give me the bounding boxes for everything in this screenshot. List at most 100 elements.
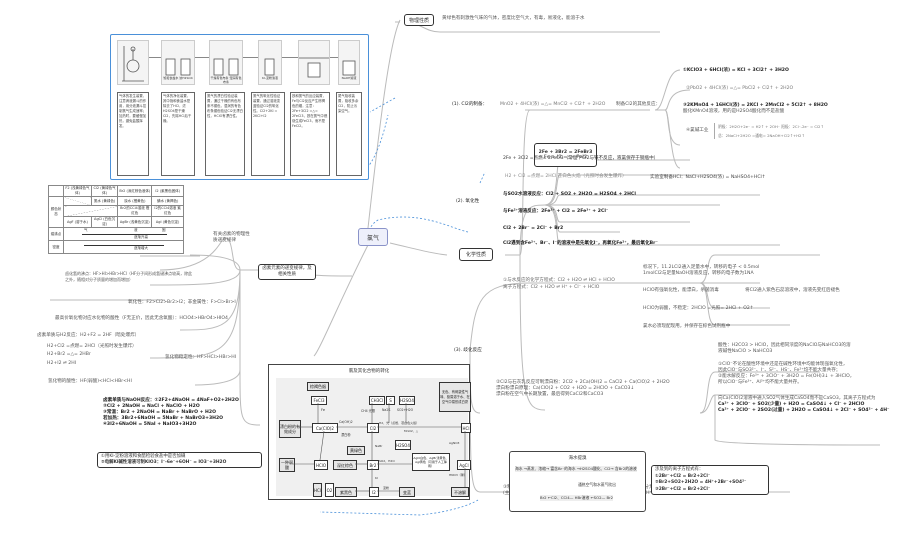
edge-label-so2-h2o: SO2、H2O (379, 459, 395, 463)
fe-i2-eq: Fe + I2 =△= FeI2 (543, 155, 588, 160)
disp-water-eq: ①与水反应的化学方程式：Cl2 + H2O ⇌ HCl + HClO (503, 278, 615, 283)
naoh-reaction-3: ③常温：Br2 + 2NaOH = NaBr + NaBrO + H2O (103, 410, 216, 415)
oxid-side-note: 实验室制备HCl：NaCl+H2SO4(浓) = NaHSO4+HCl↑ (650, 175, 766, 180)
table-header-cl2: Cl2 (黄绿色气体) (90, 185, 119, 197)
naoh-reaction-2: ②Cl2 + 2NaOH = NaCl + NaClO + H2O (103, 404, 200, 409)
exp-step-4-label: KI-淀粉溶液 (262, 76, 278, 80)
h2-reaction-2: H2+Cl2 =点燃= 2HCl（光照时发生爆炸） (47, 344, 137, 349)
exp-step-3-text: 氯气的漂白性验证装置，通过干燥的有色布条不褪色，湿润的有色布条褪色验证Cl2无漂… (205, 92, 245, 176)
exp-step-6-label: NaOH溶液 (341, 76, 357, 80)
oxid-item-so2: 与SO2水溶液反应：Cl2 + SO2 + 2H2O = H2SO4 + 2HC… (503, 192, 636, 197)
mp-state-gas: 气 (84, 228, 88, 232)
table-cell: Br2的CCl4溶液 橙红色 (117, 205, 153, 217)
ki-box-line-2: ②电解KI碱性溶液可制KIO3：I⁻-6e⁻+6OH⁻ = IO3⁻+3H2O (101, 460, 227, 465)
conversion-panel[interactable]: 氯及其化合物的转化 棕褐色烟 FeCl3 CH3Cl S H2SO4 Cl2 H… (268, 364, 471, 500)
link-chemical-1 (505, 109, 531, 256)
table-cell: 氯水 (黄绿色) (90, 196, 119, 206)
seawater-line-1: 海水 →蒸发、浓缩→ 富含Br⁻的海水 →H2SO4酸化、Cl2→ 含Br2的溶… (515, 466, 637, 472)
node-caclo2: Ca(ClO)2 (312, 423, 338, 433)
table-row: 颜色状态 氯水 (黄绿色) 溴水 (橙黄色) 碘水 (黄褐色) (47, 196, 184, 228)
exp-step-4-text: 氯气的氧化性验证装置，通过溶液变蓝验证Cl2的氧化性。Cl2+2KI = 2KC… (251, 92, 285, 176)
node-i2: I2 (369, 487, 379, 497)
table-row: AgF (溶于水) AgCl (白色沉淀) AgBr (浅黄色沉淀) AgI (… (49, 216, 184, 228)
edge-label-ch4: CH4 光照 (361, 409, 376, 413)
link-root-chemical (389, 242, 448, 256)
clo-note-2: 因此ClO⁻与SO3²⁻、I⁻、S²⁻、HS⁻、Fe²⁺均不能大量共存； (718, 368, 841, 373)
prep-item-3-note: 酸化KMnO4溶液，用的是H2SO4酸化而不是盐酸 (683, 109, 785, 114)
edge-label-hno3: HNO3（稀） (449, 473, 467, 477)
physical-text: 黄绿色有刺激性气味的气体，密度比空气大，有毒，易液化，能溶于水 (442, 16, 585, 21)
edge-label-fe: Fe (321, 408, 325, 412)
acid-note-1: 酸性：H2CO3 > HClO，因此相同浓度的NaClO与NaHCO3的溶 (718, 343, 851, 348)
halogen-property-table: F2 (浅黄绿色气体) Cl2 (黄绿色气体) Br2 (深红棕色液体) I2 … (47, 185, 184, 254)
mp-trend: 逐渐升高 (134, 235, 149, 239)
link-root-conversion (313, 244, 369, 357)
clo-note-3: ②能水解反应：Fe³⁺ + 3ClO⁻ + 3H2O = Fe(OH)3↓ + … (718, 374, 855, 379)
exp-step-6-text: 尾气吸收装置，吸收多余Cl2，防止污染空气。 (336, 92, 362, 176)
node-ch3cl: CH3Cl (369, 396, 385, 405)
halogen-node[interactable]: 卤素元素的递变规律，及相关性质 (258, 264, 316, 280)
prep-equation: MnO2 + 4HCl(浓) =△= MnCl2 + Cl2↑ + 2H2O (500, 102, 606, 107)
water-note-2: 1molCl2与足量NaOH溶液反应，转移的电子数为1NA (643, 271, 754, 276)
h2-reaction-1: 卤素单质与H2反应：H2+F2 = 2HF（暗处爆炸） (37, 333, 140, 338)
density-label: 密度 (47, 240, 65, 254)
so2-note-1: 向Ca(ClO)2溶液中通入SO2气体生成CaSO4而不是CaSO3，其离子方程… (718, 396, 876, 401)
table-cell: 碘水 (黄褐色) (151, 196, 184, 206)
ki-box-line-1: ①用KI-淀粉溶液和食醋检验食盐中是否加碘 (101, 454, 186, 459)
halogen-note-stability: 氢化物稳定性：HF>HCl>HBr>HI (165, 355, 237, 360)
table-row: 密度 逐渐增大 (47, 240, 184, 254)
oxid-label: (2). 氧化性 (456, 199, 480, 204)
chemical-node[interactable]: 化学性质 (459, 248, 493, 261)
node-yellow-green: 黄绿色 (347, 446, 365, 455)
table-row: Br2的CCl4溶液 橙红色 I2的CCl4溶液 紫红色 (49, 205, 184, 217)
node-fecl3: FeCl3 (311, 396, 327, 405)
fe-halogen-box[interactable]: 2Fe + 3Br2 = 2FeBr3 Fe + I2 =△= FeI2 (534, 143, 597, 167)
physical-label: 物理性质 (408, 17, 429, 24)
table-cell-empty (63, 205, 119, 217)
experiment-panel[interactable]: 饱和食盐水 浓H2SO4 干燥有色布条 湿润有色布条 KI-淀粉溶液 NaOH溶… (110, 34, 369, 180)
seawater-title: 海水提溴 (568, 456, 587, 461)
mp-state-solid: 固 (162, 228, 166, 232)
prep-item-2: ②PbO2 + 4HCl(浓) =△= PbCl2 + Cl2↑ + 2H2O (686, 86, 794, 91)
h2-reaction-3: H2+Br2 =△= 2HBr (47, 352, 91, 357)
edge-label-caoh2: Ca(OH)2 (339, 420, 353, 424)
exp-step-3-label: 干燥有色布条 湿润有色布条 (210, 76, 242, 84)
so2-note-2: Ca²⁺ + 3ClO⁻ + SO2(少量) + H2O = CaSO4↓ + … (718, 402, 865, 407)
ion-box-eq-1: ①2Br⁻+Cl2 = Br2+2Cl⁻ (655, 473, 711, 479)
table-cell-empty (63, 196, 92, 206)
node-agcl: AgCl (457, 460, 471, 470)
color-state-label: 颜色状态 (47, 196, 65, 228)
clo-note-4: 所以ClO⁻与Fe³⁺、Al³⁺均不能大量共存。 (718, 380, 802, 385)
node-hclo: HClO (314, 460, 328, 470)
disp-label: (3). 歧化反应 (454, 348, 482, 353)
table-row: F2 (浅黄绿色气体) Cl2 (黄绿色气体) Br2 (深红棕色液体) I2 … (47, 185, 184, 197)
lime-eq-2: 漂白粉漂白原理：Ca(ClO)2 + CO2 + H2O = 2HClO + C… (496, 386, 635, 391)
edge-label-h2-light: H2、光（点燃、苍白色火焰） (379, 421, 420, 425)
exp-step-3-apparatus: 干燥有色布条 湿润有色布条 (209, 40, 243, 85)
fe-br2-eq: 2Fe + 3Br2 = 2FeBr3 (538, 150, 593, 155)
table-cell: AgBr (浅黄色沉淀) (117, 216, 153, 228)
table-header-i2: I2 (紫黑色固体) (151, 185, 184, 197)
water-note-3: HClO有强氧化性，能漂白，杀菌消毒 (643, 288, 719, 293)
ion-box-eq-3: ③2Br⁻+Cl2 = Br2+2Cl⁻ (655, 486, 711, 492)
ki-box[interactable]: ①用KI-淀粉溶液和食醋检验食盐中是否加碘 ②电解KI碱性溶液可制KIO3：I⁻… (97, 452, 262, 468)
seawater-ion-box[interactable]: 涉及到的离子方程式有： ①2Br⁻+Cl2 = Br2+2Cl⁻ ②Br2+SO… (651, 465, 769, 495)
seawater-panel[interactable]: 海水提溴 海水 →蒸发、浓缩→ 富含Br⁻的海水 →H2SO4酸化、Cl2→ 含… (509, 451, 646, 512)
mp-arrow (82, 234, 168, 235)
table-row: 熔沸点 气 液 固 逐渐升高 (47, 227, 184, 241)
node-o2: O2 (325, 483, 334, 497)
oxid-item-h2: H2 + Cl2 =点燃= 2HCl 苍白色火焰（光照时会发生爆炸） (505, 174, 627, 179)
physical-node[interactable]: 物理性质 (404, 14, 434, 26)
link-chemical-3 (519, 254, 546, 411)
link-chemical-2 (519, 204, 546, 256)
density-trend: 逐渐增大 (134, 246, 149, 250)
exp-step-5-apparatus (298, 40, 330, 85)
edge-label-starch: 淀粉 (383, 486, 390, 490)
node-turns-blue: 变蓝 (399, 487, 415, 497)
prep-item-3: ③2KMnO4 + 16HCl(浓) = 2KCl + 2MnCl2 + 5Cl… (683, 103, 828, 108)
node-s: S (386, 396, 395, 405)
root-node[interactable]: 氯气 (358, 228, 388, 246)
exp-step-1-apparatus (117, 40, 149, 85)
chemical-label: 化学性质 (465, 252, 486, 258)
prep-label: (1). Cl2的制备： (452, 102, 488, 107)
